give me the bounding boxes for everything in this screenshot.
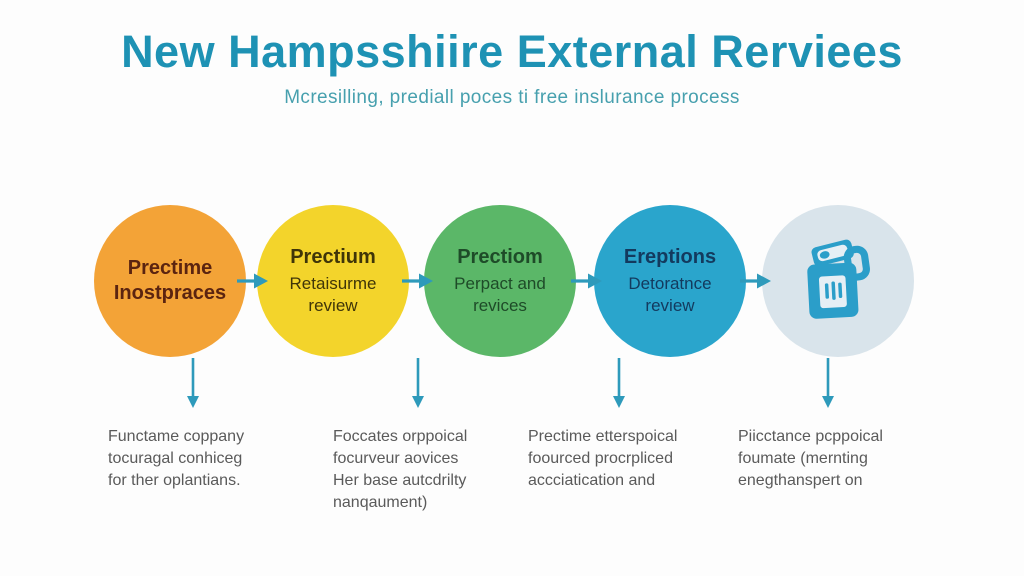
note-column-2: Foccates orppoical focurveur aovices Her… bbox=[333, 358, 503, 514]
note-column-1: Functame coppany tocuragal conhiceg for … bbox=[108, 358, 278, 492]
flow-step-3-title: Prectiom bbox=[457, 245, 543, 268]
flow-step-4-title: Ereptions bbox=[623, 245, 717, 268]
canister-icon bbox=[807, 239, 870, 319]
arrow-down-icon bbox=[822, 358, 834, 408]
arrow-down-icon bbox=[187, 358, 199, 408]
flow-step-3-subtitle: Perpact and revices bbox=[454, 273, 546, 315]
arrow-down-icon bbox=[613, 358, 625, 408]
flow-step-4: Ereptions Detoratnce review bbox=[594, 205, 746, 357]
header: New Hampsshiire External Rerviees Mcresi… bbox=[0, 0, 1024, 109]
note-text: Prectime etterspoical foourced procrplic… bbox=[528, 428, 678, 489]
note-column-3: Prectime etterspoical foourced procrplic… bbox=[528, 358, 710, 492]
flow-step-3: Prectiom Perpact and revices bbox=[424, 205, 576, 357]
flow-step-2-subtitle: Retaisurme review bbox=[289, 273, 377, 315]
flow-step-1: Prectime Inostpraces bbox=[94, 205, 246, 357]
flow-step-2: Prectium Retaisurme review bbox=[257, 205, 409, 357]
note-text: Piicctance pcppoical foumate (mernting e… bbox=[738, 428, 883, 489]
arrow-down-icon bbox=[412, 358, 424, 408]
arrow-right-icon bbox=[402, 273, 433, 289]
process-flow: Prectime Inostpraces Prectium Retaisurme… bbox=[94, 205, 934, 357]
flow-step-5 bbox=[762, 205, 914, 357]
arrow-right-icon bbox=[571, 273, 602, 289]
page-title: New Hampsshiire External Rerviees bbox=[121, 26, 903, 77]
note-column-4: Piicctance pcppoical foumate (mernting e… bbox=[738, 358, 918, 492]
flow-step-1-title: Prectime Inostpraces bbox=[113, 257, 227, 304]
page-subtitle: Mcresilling, prediall poces ti free insl… bbox=[284, 87, 740, 108]
arrow-right-icon bbox=[740, 273, 771, 289]
note-text: Foccates orppoical focurveur aovices Her… bbox=[333, 428, 468, 511]
flow-step-4-subtitle: Detoratnce review bbox=[628, 273, 712, 315]
note-text: Functame coppany tocuragal conhiceg for … bbox=[108, 428, 245, 489]
arrow-right-icon bbox=[237, 273, 268, 289]
flow-step-2-title: Prectium bbox=[290, 245, 376, 268]
